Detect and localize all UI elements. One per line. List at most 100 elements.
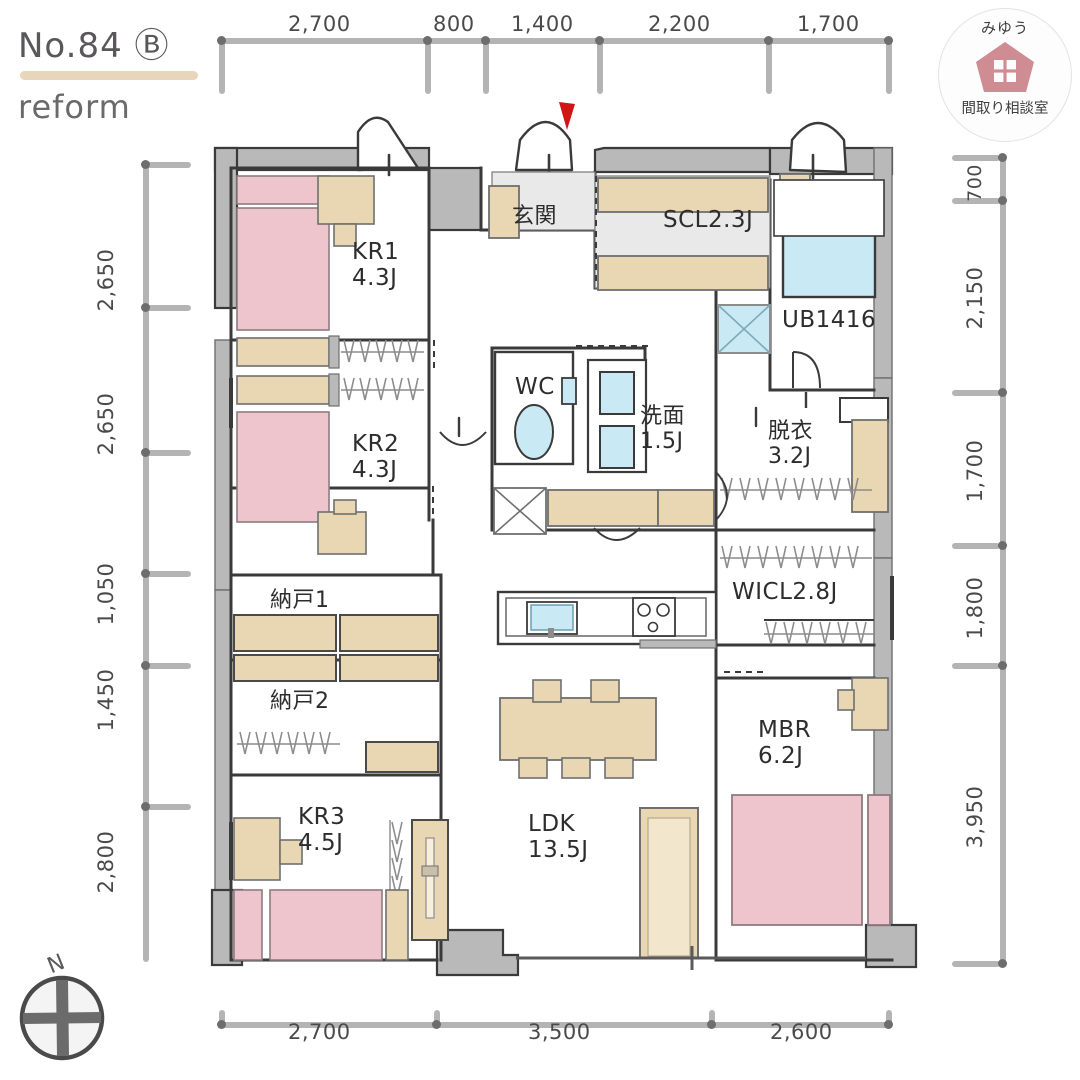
dim-node [998,661,1007,670]
datsui-cabinet [839,397,889,513]
datsui-hatch [720,477,872,501]
bay-window-roof-peaks [356,116,848,174]
ub-bathtub [773,179,885,299]
kr1-closet [236,335,340,369]
room-label-wc: WC [515,374,555,400]
dim-label-top-0: 2,700 [288,12,351,36]
room-label-nando1: 納戸1 [270,588,330,613]
door-marks [457,406,758,438]
dim-tick [219,38,225,94]
entrance-marker-icon [556,100,578,136]
dim-bottom-line [219,1022,892,1028]
dim-node [217,1020,226,1029]
dim-node [432,1020,441,1029]
dim-tick [952,155,1000,161]
dim-node [141,802,150,811]
kr3-furniture [233,817,449,961]
dim-tick [143,804,191,810]
dim-node [998,388,1007,397]
room-label-ldk: LDK 13.5J [528,811,589,863]
dim-label-bottom-2: 2,600 [770,1020,833,1044]
dim-tick [143,162,191,168]
mbr-furniture [731,677,891,926]
dim-label-top-1: 800 [433,12,475,36]
dim-label-top-2: 1,400 [511,12,574,36]
room-label-ub: UB1416 [782,307,877,333]
dim-right-line [1000,155,1006,967]
logo-tagline: 間取り相談室 [961,101,1049,117]
house-icon [974,41,1036,93]
closet-hatch-kr2 [341,377,424,401]
dim-tick [952,390,1000,396]
dim-node [998,153,1007,162]
dim-tick [952,663,1000,669]
dim-node [141,303,150,312]
dim-node [141,569,150,578]
room-label-senmen: 洗面 1.5J [640,404,686,454]
dim-node [764,36,773,45]
dim-tick [709,1010,715,1024]
title-block: No.84 Ⓑ reform [18,18,238,126]
dim-tick [483,38,489,94]
dim-node [998,541,1007,550]
dim-tick [434,1010,440,1024]
dim-label-bottom-0: 2,700 [288,1020,351,1044]
sliding-door-indicators [432,176,768,880]
dim-node [998,959,1007,968]
dim-tick [766,38,772,94]
dim-node [141,661,150,670]
dim-node [884,36,893,45]
room-label-kr2: KR2 4.3J [352,431,400,483]
north-compass: N [12,950,112,1068]
dim-node [481,36,490,45]
dim-node [141,448,150,457]
room-label-mbr: MBR 6.2J [758,717,812,769]
ldk-cabinet [639,807,699,959]
dim-top-line [219,38,892,44]
room-label-genkan: 玄関 [512,204,558,229]
dim-tick [597,38,603,94]
dim-left-line [143,162,149,962]
dim-label-bottom-1: 3,500 [528,1020,591,1044]
kitchen-counter [496,590,718,649]
dim-label-top-4: 1,700 [797,12,860,36]
dim-node [595,36,604,45]
dim-tick [952,543,1000,549]
dim-tick [886,38,892,94]
dim-tick [886,1010,892,1024]
kr2-furniture [236,373,367,555]
dim-tick [952,198,1000,204]
room-label-wicl: WICL2.8J [732,579,838,605]
room-label-kr1: KR1 4.3J [352,239,400,291]
dim-label-top-3: 2,200 [648,12,711,36]
dim-node [423,36,432,45]
door-swings [439,431,728,541]
dim-tick [143,571,191,577]
plan-subtitle: reform [18,88,131,126]
logo-brand-name: みゆう [980,19,1029,37]
closet-hatch-kr1 [341,339,424,363]
room-label-scl: SCL2.3J [663,207,754,233]
dim-tick [143,450,191,456]
room-label-kr3: KR3 4.5J [298,804,346,856]
plan-number: No.84 Ⓑ [18,26,170,66]
senmen-fixtures [547,304,771,527]
wicl-hatch-upper [720,545,872,569]
storage-shelving [488,173,811,291]
dining-set [499,679,657,779]
dim-node [141,160,150,169]
wicl-hatch-lower [764,619,874,645]
dim-tick [143,305,191,311]
room-label-nando2: 納戸2 [270,689,330,714]
dim-tick [425,38,431,94]
window-openings [229,378,894,880]
title-underline [20,71,198,80]
compass-icon [19,975,105,1061]
dim-node [217,36,226,45]
dim-node [707,1020,716,1029]
dim-node [884,1020,893,1029]
room-label-datsui: 脱衣 3.2J [768,419,814,469]
kr1-furniture [236,175,375,331]
nando2-hatch [237,731,340,755]
